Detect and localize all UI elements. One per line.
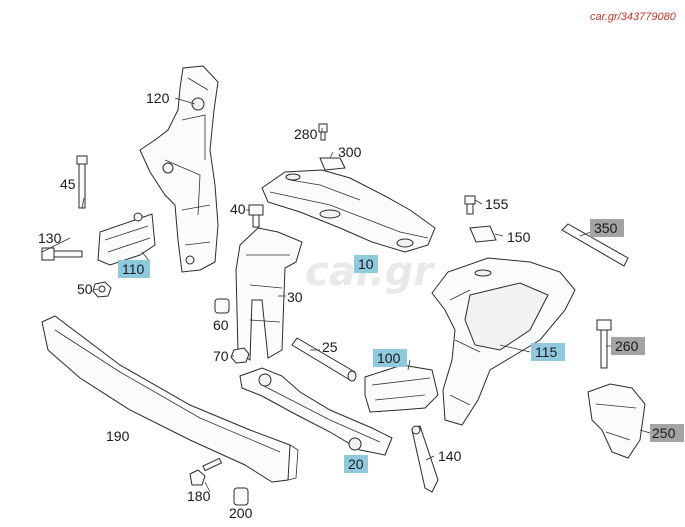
part-100-bracket bbox=[364, 364, 439, 413]
part-140-link bbox=[411, 425, 439, 493]
callout-40: 40 bbox=[230, 201, 246, 217]
part-120-bracket bbox=[139, 65, 219, 273]
callout-10: 10 bbox=[358, 256, 374, 272]
highlight-box-20 bbox=[344, 455, 368, 473]
part-200-sleeve bbox=[233, 487, 249, 506]
part-20-lower-cross-member bbox=[239, 367, 393, 456]
part-180-bolt bbox=[189, 457, 223, 486]
part-50-nut bbox=[92, 281, 112, 298]
callout-180: 180 bbox=[187, 488, 211, 504]
callout-115: 115 bbox=[535, 344, 558, 360]
callout-190: 190 bbox=[106, 428, 130, 444]
callout-200: 200 bbox=[229, 505, 253, 521]
callout-30: 30 bbox=[287, 289, 303, 305]
callout-260: 260 bbox=[615, 338, 639, 354]
callout-300: 300 bbox=[338, 144, 362, 160]
source-watermark: car.gr/343779080 bbox=[590, 11, 677, 23]
highlight-box-110 bbox=[118, 260, 150, 278]
part-350-tube bbox=[561, 223, 629, 267]
part-70-nut bbox=[230, 347, 250, 364]
callout-70: 70 bbox=[213, 348, 229, 364]
highlight-box-250 bbox=[650, 424, 684, 442]
callout-280: 280 bbox=[294, 126, 318, 142]
highlight-box-100 bbox=[373, 349, 407, 367]
highlight-box-10 bbox=[354, 255, 378, 273]
part-40-bolt bbox=[248, 204, 264, 228]
part-280-bolt bbox=[318, 123, 328, 141]
part-130-bolt bbox=[41, 247, 83, 261]
callout-150: 150 bbox=[507, 229, 531, 245]
part-190-bumper-beam bbox=[41, 315, 299, 483]
callout-250: 250 bbox=[652, 425, 676, 441]
part-115-side-frame bbox=[431, 257, 576, 426]
callout-155: 155 bbox=[485, 196, 509, 212]
highlight-box-115 bbox=[531, 343, 565, 361]
callout-110: 110 bbox=[122, 261, 145, 277]
callout-20: 20 bbox=[348, 456, 364, 472]
callout-60: 60 bbox=[213, 317, 229, 333]
part-25-tube bbox=[291, 337, 357, 382]
part-45-bolt bbox=[76, 155, 88, 209]
part-60-plug bbox=[214, 298, 230, 314]
part-110-bracket bbox=[97, 212, 156, 266]
callout-350: 350 bbox=[594, 220, 618, 236]
callout-25: 25 bbox=[322, 339, 338, 355]
callout-140: 140 bbox=[438, 448, 462, 464]
callout-50: 50 bbox=[77, 281, 93, 297]
part-300-clip bbox=[319, 157, 346, 171]
part-260-bolt bbox=[596, 319, 612, 369]
callout-120: 120 bbox=[146, 90, 170, 106]
highlight-box-260 bbox=[611, 337, 645, 355]
part-250-bracket bbox=[587, 383, 646, 459]
callout-45: 45 bbox=[60, 176, 76, 192]
highlight-box-350 bbox=[590, 219, 624, 237]
part-155-bolt bbox=[464, 195, 476, 215]
callout-100: 100 bbox=[377, 350, 401, 366]
callout-130: 130 bbox=[38, 230, 62, 246]
part-150-clip bbox=[469, 225, 497, 243]
part-10-cross-member bbox=[261, 169, 436, 253]
